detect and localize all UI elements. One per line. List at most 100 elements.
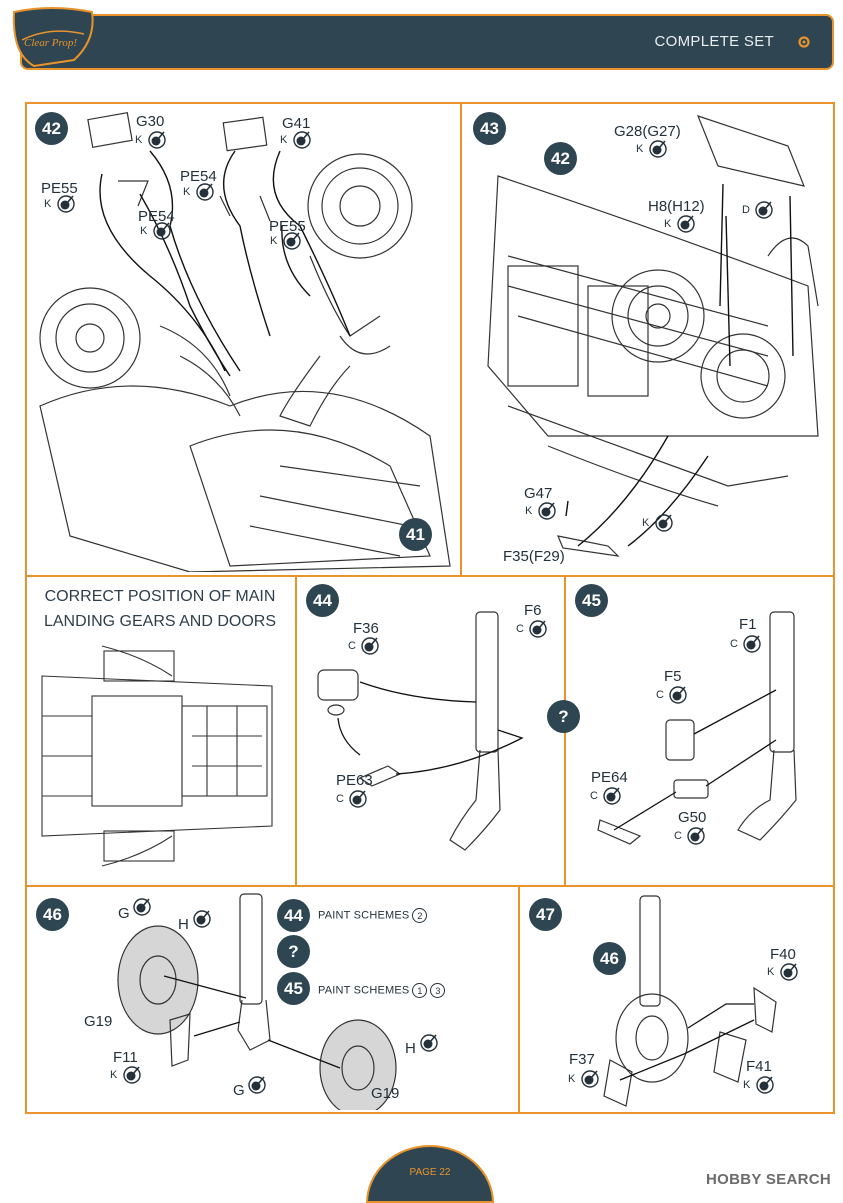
watermark: HOBBY SEARCH bbox=[705, 1171, 831, 1188]
step47-drawing bbox=[603, 895, 777, 1107]
paint-dot-icon bbox=[755, 201, 773, 219]
part-label-pe55-a: PE55 bbox=[41, 180, 78, 197]
paint-dot-icon bbox=[780, 963, 798, 981]
part-label-g19-a: G19 bbox=[84, 1013, 113, 1030]
svg-text:Clear Prop!: Clear Prop! bbox=[24, 37, 77, 49]
part-label-pe54-b: PE54 bbox=[138, 208, 175, 225]
part-label-f37: F37 bbox=[569, 1051, 595, 1068]
step46-badge: 46 bbox=[36, 898, 69, 931]
step43-badge: 43 bbox=[473, 112, 506, 145]
paint-dot-icon bbox=[687, 827, 705, 845]
paint-dot-icon bbox=[283, 232, 301, 250]
paint-code-letter: D bbox=[742, 204, 750, 216]
paint-dot-icon bbox=[669, 686, 687, 704]
part-label-f1: F1 bbox=[739, 616, 757, 633]
part-label-h8: H8(H12) bbox=[648, 198, 705, 215]
correct-position-line2: LANDING GEARS AND DOORS bbox=[43, 613, 277, 630]
paint-code-letter: K bbox=[135, 134, 143, 146]
paint-code-letter: C bbox=[730, 638, 738, 650]
paint-code-letter: K bbox=[183, 186, 191, 198]
step45-drawing bbox=[597, 611, 797, 845]
paint-dot-icon bbox=[581, 1070, 599, 1088]
part-label-f36: F36 bbox=[353, 620, 379, 637]
part-label-g30: G30 bbox=[136, 113, 165, 130]
page-number: PAGE 22 bbox=[409, 1167, 451, 1178]
gear-icon bbox=[798, 36, 810, 48]
header-title: COMPLETE SET bbox=[654, 33, 774, 50]
step42-badge: 42 bbox=[35, 112, 68, 145]
paint-code-letter: K bbox=[743, 1079, 751, 1091]
paint-dot-icon bbox=[133, 898, 151, 916]
paint-code-letter: K bbox=[525, 505, 533, 517]
paint-code-letter: C bbox=[674, 830, 682, 842]
correct-position-title: CORRECT POSITION OF MAIN LANDING GEARS A… bbox=[30, 584, 290, 634]
step42-ref-41: 41 bbox=[399, 518, 432, 551]
paint-dot-icon bbox=[349, 790, 367, 808]
paint-dot-icon bbox=[193, 910, 211, 928]
part-label-f41: F41 bbox=[746, 1058, 772, 1075]
paint-dot-icon bbox=[123, 1066, 141, 1084]
paint-dot-icon bbox=[603, 787, 621, 805]
step44-drawing bbox=[317, 611, 524, 851]
paint-dot-icon bbox=[361, 637, 379, 655]
question-badge-46: ? bbox=[277, 935, 310, 968]
paint-dot-icon bbox=[148, 131, 166, 149]
part-label-g47: G47 bbox=[524, 485, 553, 502]
paint-code-letter: K bbox=[664, 218, 672, 230]
part-label-h-2: H bbox=[405, 1040, 416, 1057]
paint-scheme-b-number-2: 3 bbox=[430, 983, 446, 998]
paint-code-letter: K bbox=[568, 1073, 576, 1085]
paint-dot-icon bbox=[677, 215, 695, 233]
page-header: COMPLETE SET bbox=[20, 14, 834, 70]
part-label-f35: F35(F29) bbox=[503, 548, 565, 565]
part-label-pe55-b: PE55 bbox=[269, 218, 306, 235]
paint-dot-icon bbox=[57, 195, 75, 213]
paint-code-letter: K bbox=[270, 235, 278, 247]
paint-code-letter: K bbox=[642, 517, 650, 529]
ref-45-badge: 45 bbox=[277, 972, 310, 1005]
step44-badge: 44 bbox=[306, 584, 339, 617]
correct-position-line1: CORRECT POSITION OF MAIN bbox=[44, 588, 276, 605]
part-label-f5: F5 bbox=[664, 668, 682, 685]
part-label-g41: G41 bbox=[282, 115, 311, 132]
paint-dot-icon bbox=[529, 620, 547, 638]
part-label-g: G bbox=[118, 905, 130, 922]
paint-code-letter: C bbox=[336, 793, 344, 805]
ref-44-badge: 44 bbox=[277, 899, 310, 932]
paint-dot-icon bbox=[743, 635, 761, 653]
part-label-pe64: PE64 bbox=[591, 769, 628, 786]
step43-drawing bbox=[487, 115, 819, 557]
paint-code-letter: K bbox=[44, 198, 52, 210]
paint-code-letter: K bbox=[767, 966, 775, 978]
instruction-grid bbox=[25, 102, 835, 1114]
paint-schemes-b-label: PAINT SCHEMES bbox=[318, 984, 410, 997]
paint-dot-icon bbox=[153, 222, 171, 240]
paint-scheme-a-number: 2 bbox=[412, 908, 428, 923]
part-label-g19-b: G19 bbox=[371, 1085, 400, 1102]
clear-prop-logo: Clear Prop! bbox=[12, 7, 94, 68]
paint-dot-icon bbox=[293, 131, 311, 149]
paint-code-letter: K bbox=[110, 1069, 118, 1081]
part-label-g-2: G bbox=[233, 1082, 245, 1099]
step42-drawing bbox=[39, 112, 451, 572]
paint-dot-icon bbox=[248, 1076, 266, 1094]
paint-dot-icon bbox=[756, 1076, 774, 1094]
part-label-f40: F40 bbox=[770, 946, 796, 963]
part-label-g50: G50 bbox=[678, 809, 707, 826]
step47-badge: 47 bbox=[529, 898, 562, 931]
paint-dot-icon bbox=[649, 140, 667, 158]
part-label-h: H bbox=[178, 916, 189, 933]
step47-sub-46-badge: 46 bbox=[593, 942, 626, 975]
paint-code-letter: C bbox=[656, 689, 664, 701]
part-label-f11: F11 bbox=[113, 1049, 138, 1066]
paint-dot-icon bbox=[655, 514, 673, 532]
paint-dot-icon bbox=[420, 1034, 438, 1052]
paint-code-letter: C bbox=[590, 790, 598, 802]
paint-dot-icon bbox=[196, 183, 214, 201]
part-label-pe54-a: PE54 bbox=[180, 168, 217, 185]
correct-position-drawing bbox=[41, 645, 273, 867]
paint-scheme-b-number-1: 1 bbox=[412, 983, 428, 998]
paint-code-letter: C bbox=[348, 640, 356, 652]
question-badge-44-45: ? bbox=[547, 700, 580, 733]
